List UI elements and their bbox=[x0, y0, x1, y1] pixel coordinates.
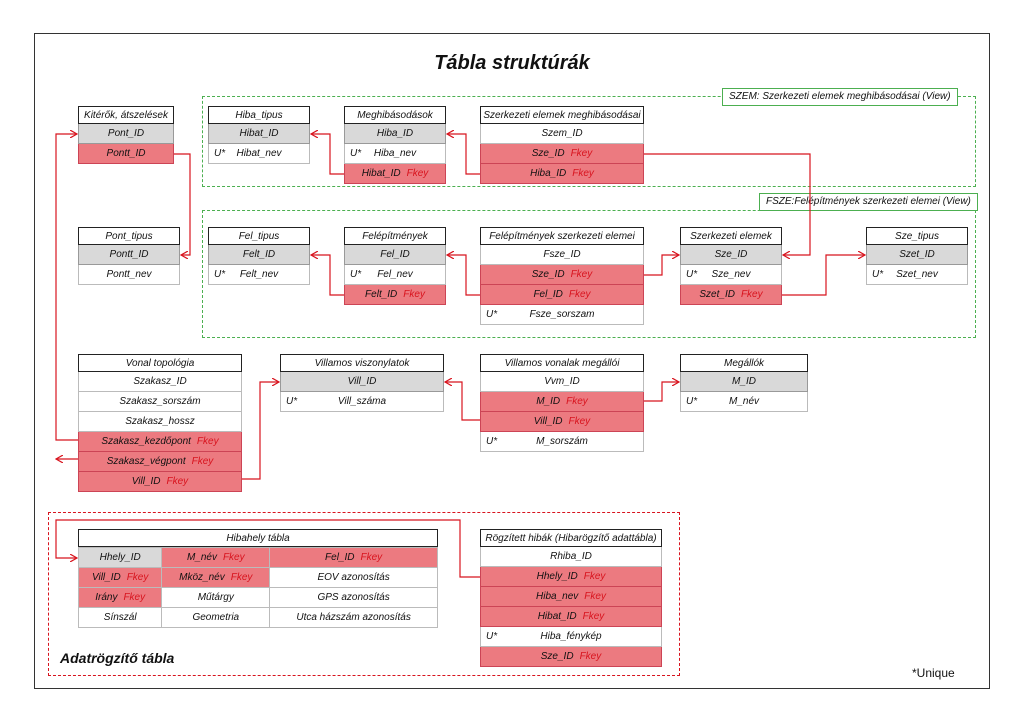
table-title: Megállók bbox=[680, 354, 808, 372]
table-fel-szerk: Felépítmények szerkezeti elemei Fsze_ID … bbox=[480, 227, 644, 325]
table-title: Felépítmények bbox=[344, 227, 446, 245]
table-pont-tipus: Pont_tipus Pontt_ID Pontt_nev bbox=[78, 227, 180, 285]
table-title: Villamos vonalak megállói bbox=[480, 354, 644, 372]
table-row: U*Vill_száma bbox=[280, 392, 444, 412]
table-title: Sze_tipus bbox=[866, 227, 968, 245]
table-fel-tipus: Fel_tipus Felt_ID U*Felt_nev bbox=[208, 227, 310, 285]
table-hiba-tipus: Hiba_tipus Hibat_ID U*Hibat_nev bbox=[208, 106, 310, 164]
table-row: Vvm_ID bbox=[480, 372, 644, 392]
table-title: Szerkezeti elemek meghibásodásai bbox=[480, 106, 644, 124]
table-row: Hiba_ID bbox=[344, 124, 446, 144]
fsze-view-label: FSZE:Felépítmények szerkezeti elemei (Vi… bbox=[759, 193, 978, 211]
szem-view-label: SZEM: Szerkezeti elemek meghibásodásai (… bbox=[722, 88, 958, 106]
page-frame bbox=[34, 33, 990, 689]
table-row: U*Fsze_sorszam bbox=[480, 305, 644, 325]
adatrogzito-area bbox=[48, 512, 680, 676]
page-title: Tábla struktúrák bbox=[434, 52, 590, 74]
table-title: Hiba_tipus bbox=[208, 106, 310, 124]
table-title: Kitérők, átszelések bbox=[78, 106, 174, 124]
table-row: U*Fel_nev bbox=[344, 265, 446, 285]
table-row: U*Sze_nev bbox=[680, 265, 782, 285]
fsze-view-area bbox=[202, 210, 976, 338]
table-szerk-elemek: Szerkezeti elemek Sze_ID U*Sze_nev Szet_… bbox=[680, 227, 782, 305]
table-title: Rögzített hibák (Hibarögzítő adattábla) bbox=[480, 529, 662, 547]
table-kiterok: Kitérők, átszelések Pont_ID Pontt_ID bbox=[78, 106, 174, 164]
table-row: Sze_ID bbox=[680, 245, 782, 265]
table-row: Sínszál Geometria Utca házszám azonosítá… bbox=[77, 607, 438, 628]
table-row: U*Hiba_fénykép bbox=[480, 627, 662, 647]
table-row: U*M_név bbox=[680, 392, 808, 412]
table-row: U*M_sorszám bbox=[480, 432, 644, 452]
table-row: Vill_ID bbox=[280, 372, 444, 392]
table-row: Hibat_ID bbox=[208, 124, 310, 144]
table-row: U*Hibat_nev bbox=[208, 144, 310, 164]
table-title: Meghibásodások bbox=[344, 106, 446, 124]
table-vonal-topologia: Vonal topológia Szakasz_ID Szakasz_sorsz… bbox=[78, 354, 242, 492]
table-title: Pont_tipus bbox=[78, 227, 180, 245]
table-row: Szet_ID bbox=[866, 245, 968, 265]
table-row: M_ID bbox=[680, 372, 808, 392]
table-row: Szem_ID bbox=[480, 124, 644, 144]
table-row: U*Hiba_nev bbox=[344, 144, 446, 164]
table-row: Pontt_ID bbox=[78, 144, 174, 164]
table-title: Vonal topológia bbox=[78, 354, 242, 372]
table-row: Rhiba_ID bbox=[480, 547, 662, 567]
table-row: Fsze_ID bbox=[480, 245, 644, 265]
unique-note: *Unique bbox=[912, 666, 955, 680]
table-row: Pontt_nev bbox=[78, 265, 180, 285]
table-title: Felépítmények szerkezeti elemei bbox=[480, 227, 644, 245]
table-title: Szerkezeti elemek bbox=[680, 227, 782, 245]
table-row: Pont_ID bbox=[78, 124, 174, 144]
szem-view-area bbox=[202, 96, 976, 187]
table-row: Szakasz_ID bbox=[78, 372, 242, 392]
table-title: Villamos viszonylatok bbox=[280, 354, 444, 372]
table-row: Fel_ID bbox=[344, 245, 446, 265]
adatrogzito-label: Adatrögzítő tábla bbox=[60, 650, 175, 666]
table-megallok: Megállók M_ID U*M_név bbox=[680, 354, 808, 412]
table-villamos-viszonylatok: Villamos viszonylatok Vill_ID U*Vill_szá… bbox=[280, 354, 444, 412]
table-szerk-megh: Szerkezeti elemek meghibásodásai Szem_ID… bbox=[480, 106, 644, 184]
table-row: Felt_ID bbox=[208, 245, 310, 265]
table-title: Fel_tipus bbox=[208, 227, 310, 245]
table-row: U*Felt_nev bbox=[208, 265, 310, 285]
table-row: Szakasz_sorszám bbox=[78, 392, 242, 412]
table-row: U*Szet_nev bbox=[866, 265, 968, 285]
table-row: Szakasz_hossz bbox=[78, 412, 242, 432]
table-sze-tipus: Sze_tipus Szet_ID U*Szet_nev bbox=[866, 227, 968, 285]
table-row: Pontt_ID bbox=[78, 245, 180, 265]
table-meghibasodasok: Meghibásodások Hiba_ID U*Hiba_nev Hibat_… bbox=[344, 106, 446, 184]
table-title: Hibahely tábla bbox=[78, 529, 438, 547]
table-rogzitett-hibak: Rögzített hibák (Hibarögzítő adattábla) … bbox=[480, 529, 662, 667]
